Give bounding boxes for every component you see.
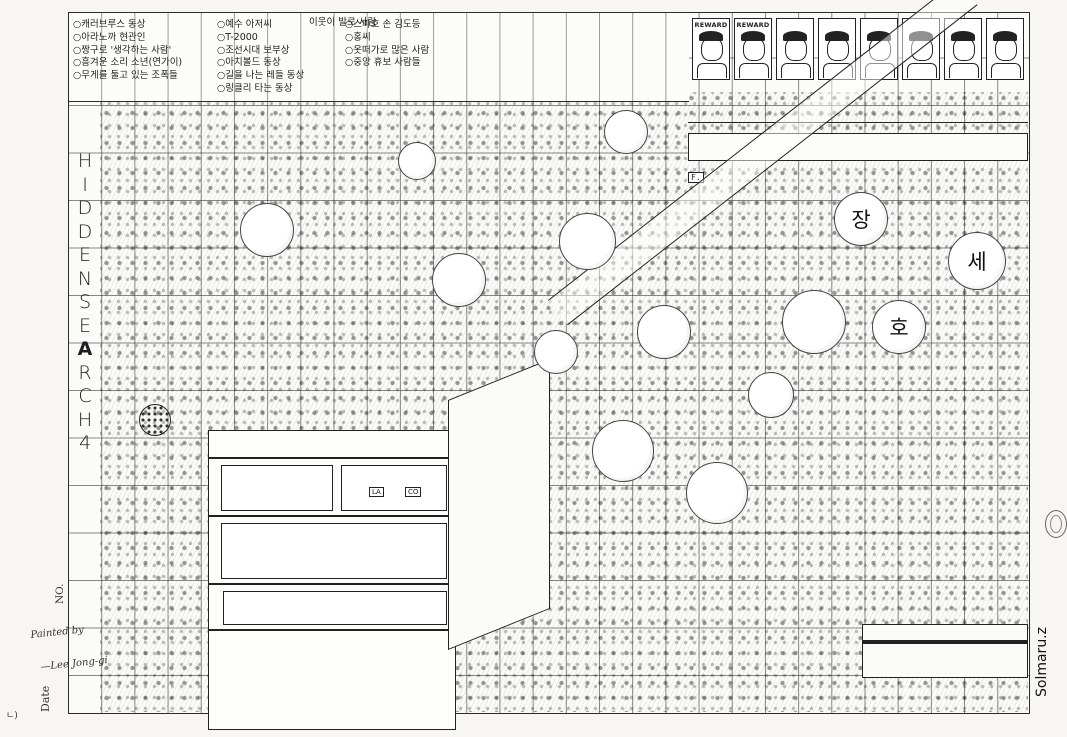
- binder-hole-icon: [1045, 510, 1067, 538]
- title-letter: D: [77, 197, 93, 219]
- title-letter: C: [78, 385, 92, 407]
- hair-icon: [867, 31, 891, 41]
- legend-item: ○홍씨: [345, 31, 371, 43]
- body-icon: [781, 63, 811, 78]
- balloon-se: 세: [948, 232, 1006, 290]
- face-icon: [995, 37, 1017, 61]
- wanted-poster: [986, 18, 1024, 80]
- balloon: [559, 213, 616, 270]
- legend-item: ○아치볼드 동상: [217, 57, 281, 69]
- face-icon: [743, 37, 765, 61]
- title-letter: A: [77, 338, 93, 360]
- body-icon: [739, 63, 769, 78]
- round-rock: [139, 404, 171, 436]
- balloon: [432, 253, 486, 307]
- legend-column-4: ○스파호 손 김도등○홍씨○옷떠가로 많은 사람○중앙 휴보 사람들: [345, 19, 429, 70]
- body-icon: [697, 63, 727, 78]
- date-label: Date: [39, 685, 52, 712]
- floor-line: [209, 583, 457, 585]
- legend-item: ○옷떠가로 많은 사람: [345, 44, 430, 56]
- title-letter: N: [77, 267, 93, 290]
- wanted-poster: [944, 18, 982, 80]
- hair-icon: [825, 31, 849, 41]
- face-icon: [953, 37, 975, 61]
- balloon: [240, 203, 294, 257]
- title-letter: I: [82, 173, 88, 196]
- face-icon: [785, 37, 807, 61]
- sheet-number-label: NO.: [54, 583, 66, 604]
- legend-item: ○스파호 손 김도등: [345, 19, 421, 30]
- face-icon: [827, 37, 849, 61]
- hair-icon: [741, 31, 765, 41]
- balloon: [604, 110, 648, 154]
- hair-icon: [993, 31, 1017, 41]
- building-sign: CO: [405, 487, 422, 497]
- legend-column-2: ○예수 아저씨○T-2000○조선시대 보부상○아치볼드 동상○길을 나는 레들…: [217, 19, 304, 96]
- building-sign: LA: [369, 487, 384, 497]
- corner-mark: ㄴ): [6, 711, 18, 721]
- legend-item: ○길을 나는 레들 동상: [217, 70, 305, 82]
- legend-item: ○중앙 휴보 사람들: [345, 57, 421, 69]
- hair-icon: [783, 31, 807, 41]
- title-letter: E: [78, 314, 91, 337]
- wanted-poster: [776, 18, 814, 80]
- floor-line: [209, 629, 457, 631]
- title-letter: H: [77, 408, 93, 431]
- balloon: [782, 290, 846, 354]
- window-upper: [221, 465, 333, 511]
- artist-credit: Solmaru.z: [1034, 627, 1050, 697]
- legend-item: ○T-2000: [217, 31, 258, 43]
- hair-icon: [699, 31, 723, 41]
- legend-item: ○흥겨운 소리 소년(연가이): [73, 57, 183, 69]
- balloon-ho: 호: [872, 300, 926, 354]
- building-side: [448, 358, 550, 650]
- balloon: [637, 305, 691, 359]
- body-icon: [907, 63, 937, 78]
- floor-line: [209, 457, 457, 459]
- stand-bar: [862, 640, 1028, 644]
- wanted-poster: REWARD: [692, 18, 730, 80]
- legend-item: ○아라노까 현관인: [73, 31, 146, 43]
- legend-item: ○링클리 타는 동상: [217, 82, 293, 94]
- bottom-stand: [862, 624, 1028, 678]
- wanted-poster: REWARD: [734, 18, 772, 80]
- title-letter: R: [78, 361, 92, 384]
- window-lower: [223, 591, 447, 625]
- title-letter: 4: [78, 432, 92, 454]
- title-letter: E: [78, 244, 91, 266]
- building-front: LA CO: [208, 430, 457, 730]
- poster-tag: REWARD: [694, 21, 728, 29]
- legend-item: ○조선시대 보부상: [217, 44, 290, 56]
- body-icon: [991, 63, 1021, 78]
- legend-item: ○예수 아저씨: [217, 19, 273, 30]
- legend-column-3: 이웃이 발로 사람: [309, 17, 376, 30]
- legend-column-1: ○캐러브루스 동상○아라노까 현관인○짱구로 '생각하는 사람'○흥겨운 소리 …: [73, 19, 182, 83]
- window-upper-right: [341, 465, 447, 511]
- legend-panel: ○캐러브루스 동상○아라노까 현관인○짱구로 '생각하는 사람'○흥겨운 소리 …: [69, 13, 689, 102]
- legend-item: ○캐러브루스 동상: [73, 19, 146, 30]
- balloon-jang: 장: [834, 192, 888, 246]
- body-icon: [949, 63, 979, 78]
- legend-item: 이웃이 발로 사람: [309, 17, 377, 28]
- floor-line: [209, 515, 457, 517]
- legend-item: ○짱구로 '생각하는 사람': [73, 44, 172, 56]
- upper-balcony: [688, 84, 1028, 123]
- title-letter: H: [77, 150, 93, 172]
- title-letter: D: [77, 220, 93, 243]
- title-letter: S: [78, 291, 92, 313]
- balloon: [592, 420, 654, 482]
- balloon: [398, 142, 436, 180]
- balloon: [686, 462, 748, 524]
- face-icon: [701, 37, 723, 61]
- window-middle: [221, 523, 447, 579]
- balloon: [534, 330, 578, 374]
- hair-icon: [951, 31, 975, 41]
- balloon: [748, 372, 794, 418]
- poster-tag: REWARD: [736, 21, 770, 29]
- wanted-poster: [818, 18, 856, 80]
- legend-item: ○무게를 둘고 있는 조폭들: [73, 70, 178, 82]
